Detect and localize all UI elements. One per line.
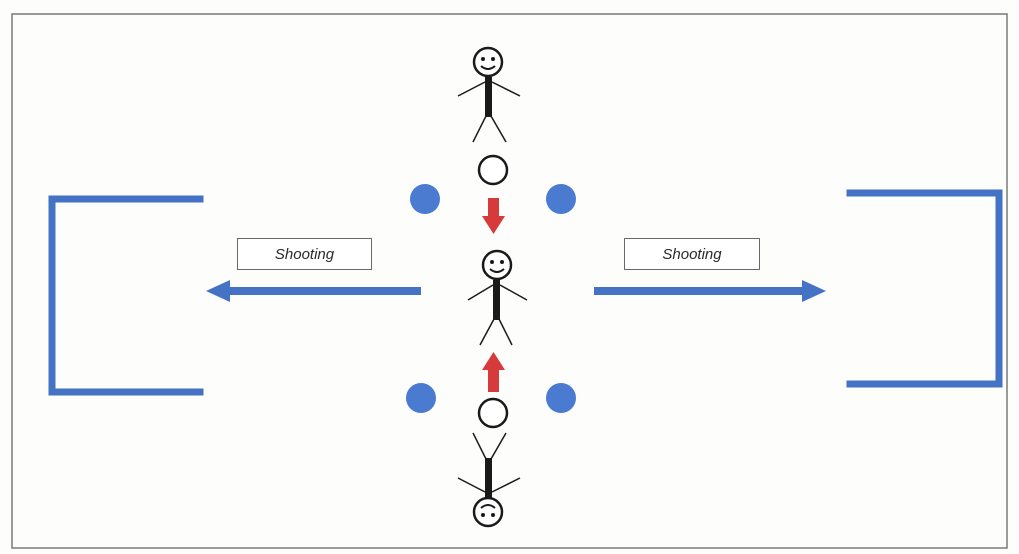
left-goal bbox=[48, 195, 204, 396]
ball-bottom bbox=[477, 397, 509, 429]
player-middle bbox=[467, 249, 528, 346]
red-arrow-down bbox=[482, 198, 505, 234]
shooting-label-left: Shooting bbox=[237, 238, 372, 270]
red-arrow-up bbox=[482, 352, 505, 392]
cone-top-left bbox=[410, 184, 440, 214]
left-shooting-arrow bbox=[206, 280, 421, 302]
cone-bottom-right bbox=[546, 383, 576, 413]
ball-top bbox=[477, 154, 509, 186]
player-bottom bbox=[457, 432, 521, 528]
right-shooting-arrow bbox=[594, 280, 826, 302]
right-goal bbox=[846, 189, 1003, 388]
cone-bottom-left bbox=[406, 383, 436, 413]
player-top bbox=[457, 46, 521, 143]
cone-top-right bbox=[546, 184, 576, 214]
shooting-label-right: Shooting bbox=[624, 238, 760, 270]
diagram-border bbox=[11, 13, 1008, 549]
